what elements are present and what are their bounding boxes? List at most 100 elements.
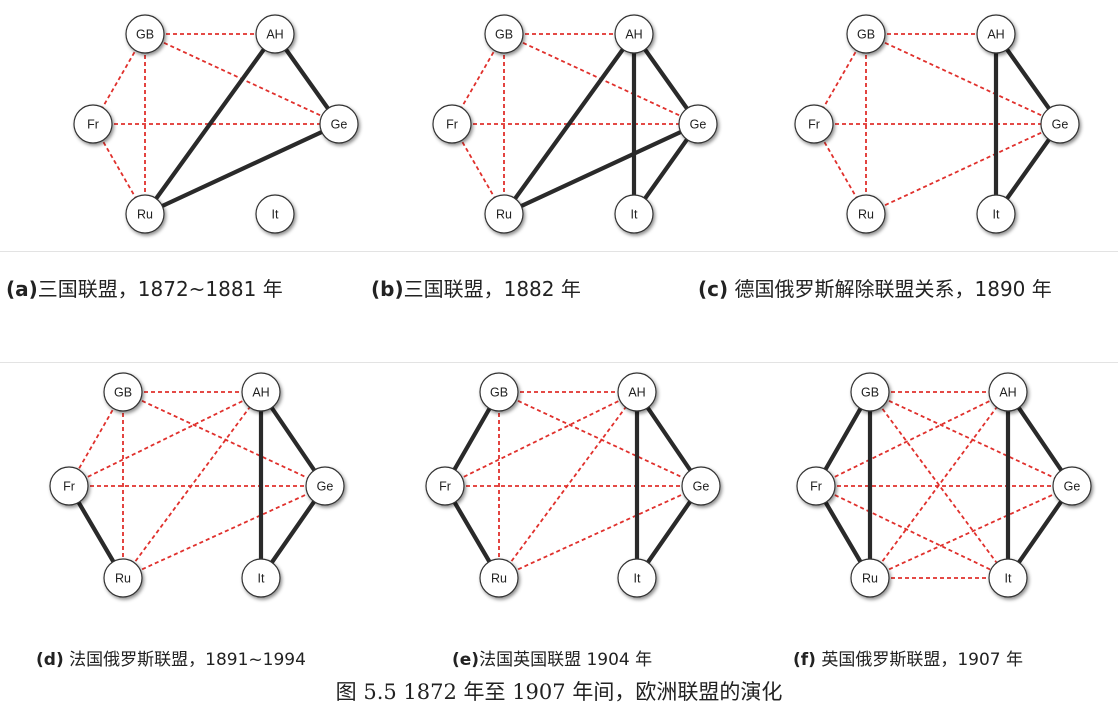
node-GB: GB xyxy=(846,14,886,54)
hostile-edge-Fr-AH xyxy=(444,391,638,487)
panel-caption-text: 法国英国联盟 1904 年 xyxy=(479,650,653,670)
node-Ge: Ge xyxy=(1040,104,1080,144)
panel-caption-text: 法国俄罗斯联盟，1891~1994 xyxy=(69,650,306,670)
node-circle xyxy=(255,14,295,54)
node-circle xyxy=(846,14,886,54)
node-label: It xyxy=(634,572,641,586)
node-It: It xyxy=(255,194,295,234)
node-AH: AH xyxy=(988,372,1028,412)
node-label: AH xyxy=(987,28,1004,42)
node-label: Ge xyxy=(331,118,348,132)
hostile-edge-GB-Ge xyxy=(865,33,1061,125)
node-label: Fr xyxy=(439,480,451,494)
node-It: It xyxy=(617,558,657,598)
node-AH: AH xyxy=(614,14,654,54)
panel-tag: (a) xyxy=(6,277,38,301)
node-label: Ru xyxy=(858,208,874,222)
node-AH: AH xyxy=(976,14,1016,54)
node-label: GB xyxy=(495,28,513,42)
node-circle xyxy=(796,466,836,506)
node-Ge: Ge xyxy=(305,466,345,506)
hostile-edge-Fr-It xyxy=(815,485,1009,579)
node-label: Ge xyxy=(690,118,707,132)
node-circle xyxy=(255,194,295,234)
node-label: It xyxy=(993,208,1000,222)
node-circle xyxy=(1052,466,1092,506)
node-Fr: Fr xyxy=(49,466,89,506)
hostile-edge-GB-Ge xyxy=(498,391,702,487)
node-label: Fr xyxy=(810,480,822,494)
panel-caption-f: (f) 英国俄罗斯联盟，1907 年 xyxy=(793,645,1023,670)
node-circle xyxy=(617,372,657,412)
node-circle xyxy=(850,372,890,412)
node-label: Fr xyxy=(63,480,75,494)
node-Fr: Fr xyxy=(73,104,113,144)
panel-caption-text: 三国联盟，1872~1881 年 xyxy=(37,277,283,301)
figure-caption: 图 5.5 1872 年至 1907 年间，欧洲联盟的演化 xyxy=(335,680,783,704)
node-circle xyxy=(479,558,519,598)
node-label: GB xyxy=(114,386,132,400)
node-circle xyxy=(73,104,113,144)
panel-caption-text: 三国联盟，1882 年 xyxy=(403,277,581,301)
node-AH: AH xyxy=(617,372,657,412)
node-circle xyxy=(103,558,143,598)
node-Ru: Ru xyxy=(479,558,519,598)
panel-caption-b: (b)三国联盟，1882 年 xyxy=(371,273,581,302)
node-label: GB xyxy=(136,28,154,42)
hostile-edge-Ru-AH xyxy=(122,391,262,579)
node-GB: GB xyxy=(125,14,165,54)
node-Ru: Ru xyxy=(125,194,165,234)
node-label: Ru xyxy=(862,572,878,586)
node-label: Ge xyxy=(1052,118,1069,132)
node-It: It xyxy=(976,194,1016,234)
node-label: It xyxy=(272,208,279,222)
node-Ru: Ru xyxy=(103,558,143,598)
hostile-edge-Ru-Ge xyxy=(865,123,1061,215)
node-circle xyxy=(484,194,524,234)
panel-caption-a: (a)三国联盟，1872~1881 年 xyxy=(6,273,283,302)
node-circle xyxy=(241,558,281,598)
node-Fr: Fr xyxy=(796,466,836,506)
node-label: GB xyxy=(861,386,879,400)
node-Ru: Ru xyxy=(484,194,524,234)
node-circle xyxy=(976,194,1016,234)
node-label: GB xyxy=(857,28,875,42)
node-GB: GB xyxy=(103,372,143,412)
node-circle xyxy=(241,372,281,412)
node-GB: GB xyxy=(850,372,890,412)
panel-tag: (d) xyxy=(36,650,64,670)
node-GB: GB xyxy=(479,372,519,412)
alliance-edge-AH-Ru xyxy=(501,31,637,217)
node-label: Ru xyxy=(115,572,131,586)
node-circle xyxy=(432,104,472,144)
panel-caption-c: (c) 德国俄罗斯解除联盟关系，1890 年 xyxy=(698,273,1052,302)
hostile-edge-Fr-AH xyxy=(68,391,262,487)
node-circle xyxy=(103,372,143,412)
node-label: Ge xyxy=(693,480,710,494)
node-circle xyxy=(425,466,465,506)
node-label: AH xyxy=(252,386,269,400)
node-circle xyxy=(846,194,886,234)
node-Ge: Ge xyxy=(681,466,721,506)
node-label: Ru xyxy=(491,572,507,586)
node-label: Fr xyxy=(808,118,820,132)
node-circle xyxy=(988,372,1028,412)
node-It: It xyxy=(241,558,281,598)
node-Fr: Fr xyxy=(794,104,834,144)
hostile-edge-Ru-Ge xyxy=(122,485,326,579)
panel-caption-text: 德国俄罗斯解除联盟关系，1890 年 xyxy=(734,277,1052,301)
panel-caption-e: (e)法国英国联盟 1904 年 xyxy=(452,645,652,670)
hostile-edge-GB-Ge xyxy=(869,391,1073,487)
row-divider-top xyxy=(0,251,1118,252)
node-circle xyxy=(484,14,524,54)
row-divider-middle xyxy=(0,362,1118,363)
node-label: Ru xyxy=(496,208,512,222)
hostile-edge-Ru-Ge xyxy=(498,485,702,579)
node-circle xyxy=(49,466,89,506)
node-circle xyxy=(794,104,834,144)
hostile-edge-GB-Ge xyxy=(122,391,326,487)
panel-caption-text: 英国俄罗斯联盟，1907 年 xyxy=(821,650,1024,670)
